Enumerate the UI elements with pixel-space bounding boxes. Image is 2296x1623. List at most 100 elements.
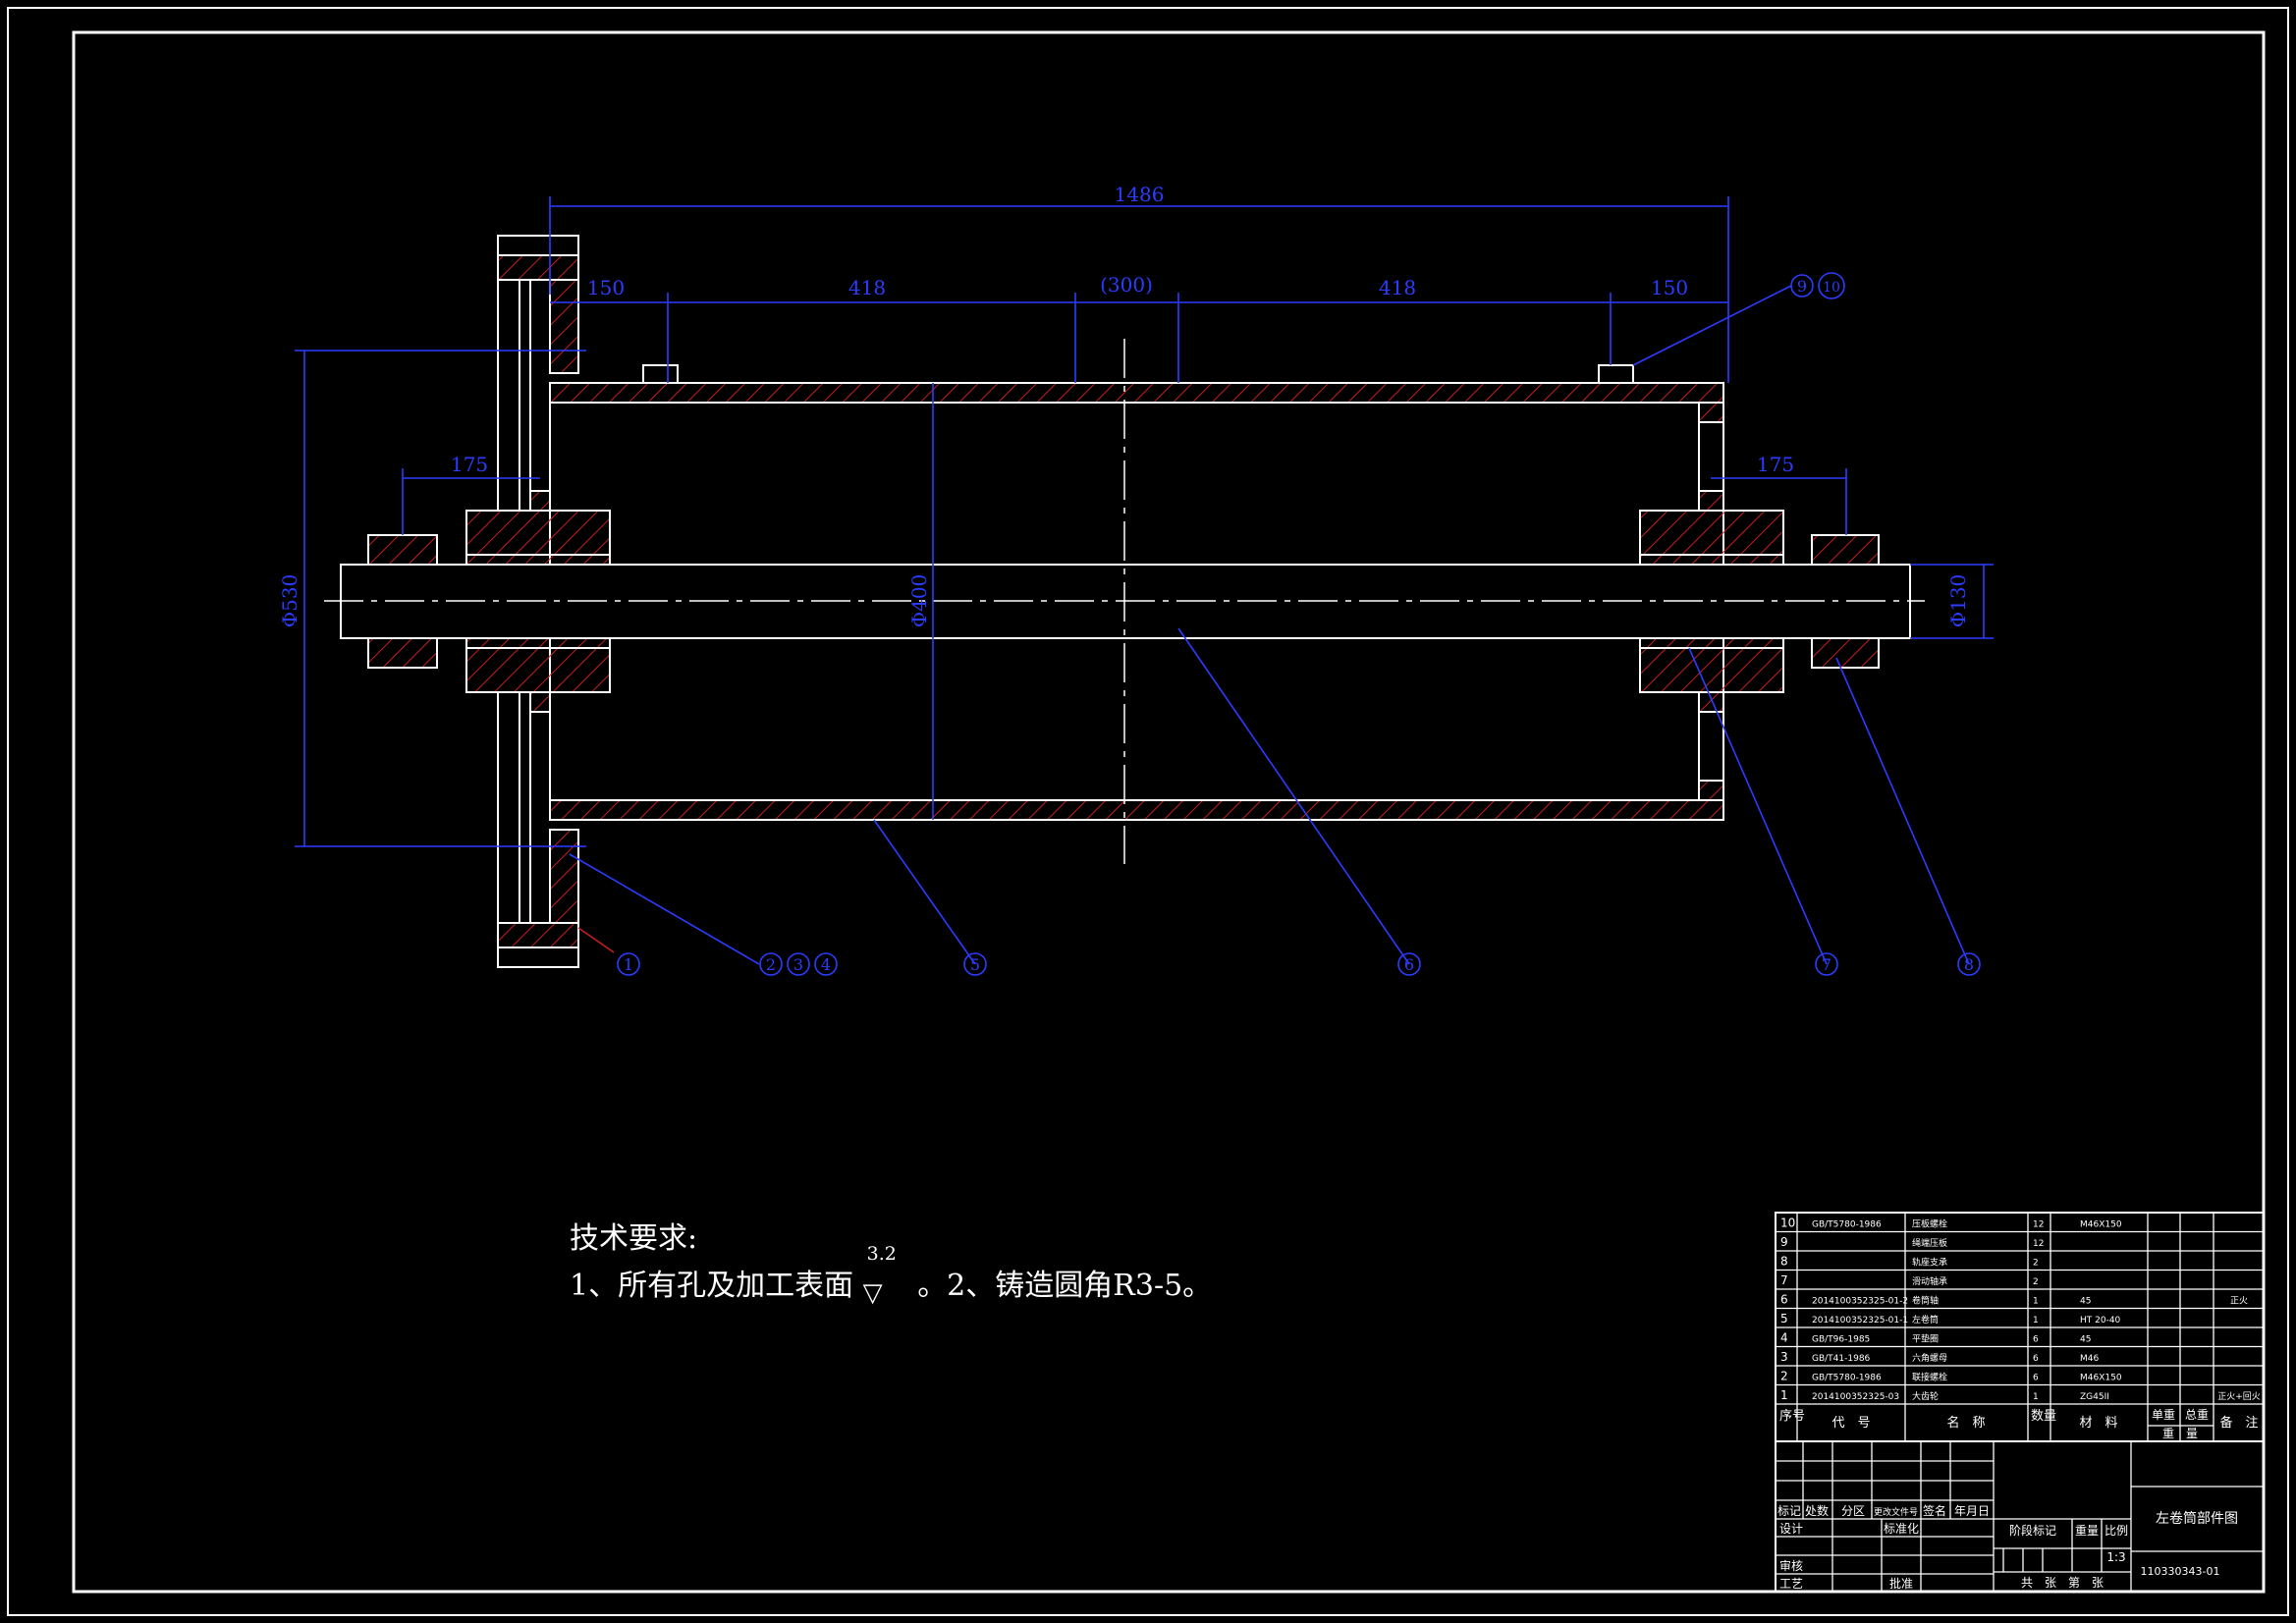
dim-hub-right: 175 <box>1757 453 1794 476</box>
parts-cell-material: M46 <box>2080 1354 2099 1364</box>
parts-cell-material: 45 <box>2080 1335 2091 1345</box>
tb-date: 年月日 <box>1954 1504 1990 1518</box>
balloon-8: 8 <box>1964 955 1974 974</box>
parts-cell-no: 2 <box>1780 1370 1788 1383</box>
dimension-lines <box>295 196 1994 847</box>
parts-cell-code: 2014100352325-01-2 <box>1812 1297 1908 1307</box>
parts-cell-name: 联接螺栓 <box>1912 1372 1947 1383</box>
tb-stage-mark: 阶段标记 <box>2009 1523 2056 1538</box>
tech-requirements-line: 1、所有孔及加工表面 3.2 ▽ 。2、铸造圆角R3-5。 <box>570 1243 1213 1308</box>
parts-cell-no: 6 <box>1780 1293 1788 1307</box>
tb-count: 处数 <box>1805 1503 1829 1518</box>
parts-cell-note: 正火+回火 <box>2217 1391 2261 1402</box>
hdr-qty: 数量 <box>2031 1409 2056 1424</box>
hdr-material: 材 料 <box>2079 1416 2117 1431</box>
parts-cell-name: 左卷筒 <box>1912 1314 1939 1325</box>
parts-cell-name: 卷筒轴 <box>1912 1295 1939 1307</box>
parts-cell-material: M46X150 <box>2080 1374 2122 1383</box>
parts-cell-qty: 6 <box>2033 1374 2039 1383</box>
dimension-texts: 1486 150 418 (300) 418 150 175 175 Φ530 … <box>278 183 1970 627</box>
leader-line-red <box>577 927 615 953</box>
balloon-2: 2 <box>766 955 776 974</box>
dim-seg-center: (300) <box>1100 273 1153 297</box>
balloon-9: 9 <box>1797 277 1807 296</box>
outer-frame <box>7 7 2289 1616</box>
tech-line-b: 。2、铸造圆角R3-5。 <box>917 1269 1213 1303</box>
tb-review: 审核 <box>1779 1558 1803 1573</box>
balloon-6: 6 <box>1404 955 1414 974</box>
parts-cell-qty: 6 <box>2033 1335 2039 1345</box>
drum-wall-top <box>549 382 1724 404</box>
hdr-weight: 重 量 <box>2162 1427 2198 1440</box>
table-row: 4 GB/T96-1985 平垫圈 6 45 <box>1780 1331 2091 1345</box>
parts-cell-qty: 12 <box>2033 1220 2044 1230</box>
dim-seg-mid-right: 418 <box>1379 276 1416 299</box>
parts-cell-code: GB/T5780-1986 <box>1812 1220 1882 1230</box>
parts-cell-qty: 1 <box>2033 1392 2039 1402</box>
parts-header: 序号 代 号 名 称 数量 材 料 单重 总重 重 量 备 注 <box>1779 1408 2259 1440</box>
hdr-total-weight: 总重 <box>2185 1408 2209 1422</box>
parts-cell-qty: 1 <box>2033 1316 2039 1325</box>
tech-line-a: 1、所有孔及加工表面 <box>570 1269 854 1303</box>
parts-cell-name: 绳端压板 <box>1912 1237 1947 1249</box>
dim-seg-left: 150 <box>587 276 625 299</box>
dim-seg-right: 150 <box>1651 276 1688 299</box>
parts-cell-no: 3 <box>1780 1350 1788 1364</box>
drawing-title: 左卷筒部件图 <box>2156 1510 2238 1527</box>
parts-cell-name: 轨座支承 <box>1912 1257 1947 1269</box>
tb-mark: 标记 <box>1777 1504 1801 1518</box>
parts-cell-no: 1 <box>1780 1388 1788 1402</box>
parts-cell-name: 六角螺母 <box>1912 1352 1947 1364</box>
drum-wall-bottom <box>549 799 1724 821</box>
tb-change-doc: 更改文件号 <box>1874 1506 1918 1518</box>
centerlines <box>324 339 1925 864</box>
tb-process: 工艺 <box>1779 1577 1803 1591</box>
parts-cell-qty: 2 <box>2033 1277 2039 1287</box>
parts-cell-name: 大齿轮 <box>1912 1390 1939 1402</box>
parts-cell-qty: 6 <box>2033 1354 2039 1364</box>
drawing-number: 110330343-01 <box>2141 1565 2220 1578</box>
parts-table-grid <box>1775 1212 2265 1593</box>
tb-sign: 签名 <box>1923 1503 1946 1518</box>
tb-zone: 分区 <box>1841 1504 1865 1518</box>
balloons <box>617 272 1981 976</box>
leader-lines <box>569 285 1970 965</box>
balloon-7: 7 <box>1822 955 1831 974</box>
dim-seg-mid-left: 418 <box>848 276 886 299</box>
parts-cell-no: 7 <box>1780 1273 1788 1287</box>
dim-drum-dia: Φ400 <box>907 574 931 628</box>
parts-cell-no: 8 <box>1780 1255 1788 1269</box>
tb-standardize: 标准化 <box>1884 1522 1919 1536</box>
tb-scale-label: 比例 <box>2105 1524 2128 1538</box>
tb-scale-value: 1:3 <box>2106 1550 2125 1564</box>
balloon-1: 1 <box>624 955 633 974</box>
tb-sheets: 共 张 第 张 <box>2021 1576 2104 1590</box>
parts-cell-name: 平垫圈 <box>1912 1333 1939 1345</box>
hdr-unit-weight: 单重 <box>2152 1408 2175 1422</box>
hdr-no: 序号 <box>1779 1409 1805 1424</box>
hdr-name: 名 称 <box>1946 1415 1985 1431</box>
parts-cell-no: 4 <box>1780 1331 1788 1345</box>
dim-overall: 1486 <box>1115 183 1165 206</box>
balloon-4: 4 <box>821 955 831 974</box>
balloon-5: 5 <box>970 955 980 974</box>
balloon-labels: 1 2 3 4 5 6 7 8 9 10 <box>624 277 1974 974</box>
dim-flange-dia: Φ530 <box>278 574 301 628</box>
hdr-note: 备 注 <box>2219 1415 2258 1431</box>
parts-cell-no: 10 <box>1780 1217 1795 1230</box>
parts-cell-code: GB/T96-1985 <box>1812 1335 1870 1345</box>
parts-cell-note: 正火 <box>2230 1296 2248 1307</box>
dim-hub-left: 175 <box>451 453 488 476</box>
tech-requirements-title: 技术要求: <box>570 1221 698 1256</box>
parts-cell-material: ZG45II <box>2080 1392 2109 1402</box>
